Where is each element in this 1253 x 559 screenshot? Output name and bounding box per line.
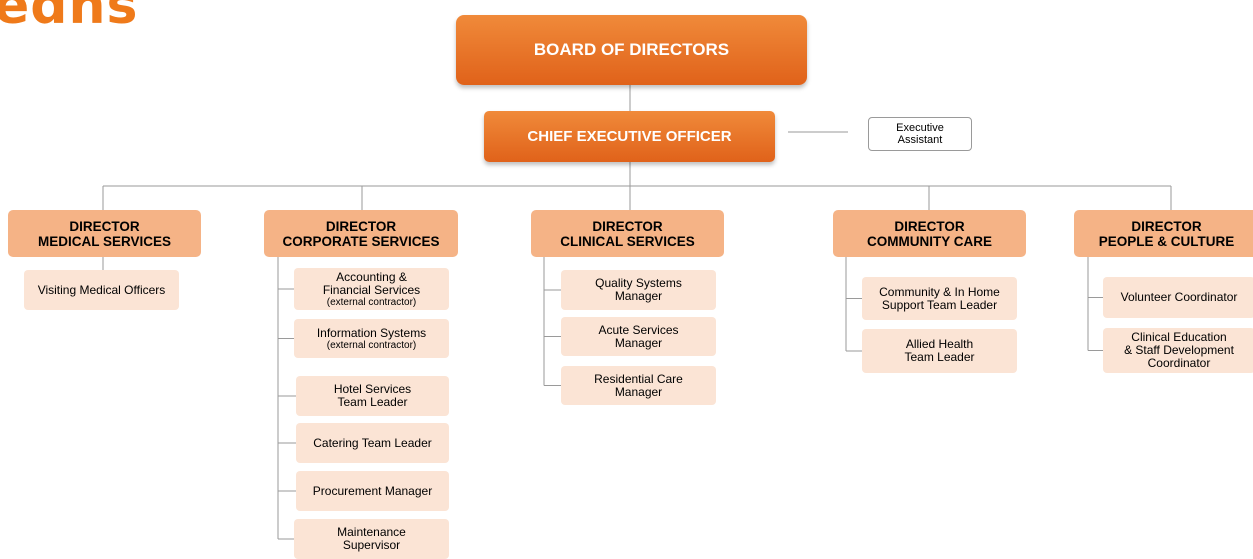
executive-assistant-box: Executive Assistant <box>868 117 972 151</box>
report-title-line: Manager <box>614 335 663 350</box>
report-title-line: Manager <box>614 289 663 303</box>
report-title-line: Volunteer Coordinator <box>1120 290 1238 304</box>
director-line1: DIRECTOR <box>69 218 140 234</box>
report-title-line: Information Systems <box>316 325 427 340</box>
report-title-line: Team Leader <box>337 395 408 409</box>
report-title-line: Accounting & <box>336 269 407 284</box>
report-title-line: Support Team Leader <box>881 297 998 312</box>
director-line2: COMMUNITY CARE <box>866 233 992 249</box>
report-box: Visiting Medical Officers <box>24 270 179 310</box>
ceo-title: CHIEF EXECUTIVE OFFICER <box>527 128 732 145</box>
director-line1: DIRECTOR <box>894 218 965 234</box>
report-box: Volunteer Coordinator <box>1103 277 1253 318</box>
report-note: (external contractor) <box>326 339 417 351</box>
report-title-line: Acute Services <box>598 322 679 337</box>
director-line2: CLINICAL SERVICES <box>560 233 695 249</box>
report-title-line: Community & In Home <box>879 284 1000 299</box>
edhs-logo: edhs <box>0 0 139 36</box>
report-title-line: Supervisor <box>342 538 401 552</box>
report-title-line: Maintenance <box>337 525 406 539</box>
report-title-line: Hotel Services <box>333 382 412 396</box>
executive-assistant-line2: Assistant <box>897 134 943 146</box>
director-line2: PEOPLE & CULTURE <box>1098 233 1235 249</box>
report-title-line: Procurement Manager <box>312 483 433 498</box>
report-title-line: Clinical Education <box>1131 330 1227 344</box>
report-title-line: Quality Systems <box>595 276 682 290</box>
report-title-line: Coordinator <box>1147 356 1211 370</box>
director-line1: DIRECTOR <box>1131 218 1202 234</box>
report-box: Information Systems(external contractor) <box>294 319 449 358</box>
board-of-directors-box: BOARD OF DIRECTORS <box>456 15 807 85</box>
report-box: Procurement Manager <box>296 471 449 511</box>
executive-assistant-line1: Executive <box>896 122 944 134</box>
board-title: BOARD OF DIRECTORS <box>533 40 730 59</box>
report-title-line: Team Leader <box>904 350 975 364</box>
report-box: Catering Team Leader <box>296 423 449 463</box>
report-title-line: Visiting Medical Officers <box>37 282 166 297</box>
director-line2: CORPORATE SERVICES <box>282 233 440 249</box>
director-line1: DIRECTOR <box>592 218 663 234</box>
report-title-line: & Staff Development <box>1124 343 1234 357</box>
report-box: Accounting &Financial Services(external … <box>294 268 449 310</box>
ceo-box: CHIEF EXECUTIVE OFFICER <box>484 111 775 162</box>
director-line2: MEDICAL SERVICES <box>37 233 172 249</box>
report-title-line: Residential Care <box>594 371 683 386</box>
director-line1: DIRECTOR <box>325 218 397 234</box>
report-title-line: Allied Health <box>905 337 974 351</box>
report-title-line: Catering Team Leader <box>313 435 432 450</box>
report-note: (external contractor) <box>326 296 417 308</box>
report-title-line: Financial Services <box>322 282 421 297</box>
report-title-line: Manager <box>614 384 663 399</box>
